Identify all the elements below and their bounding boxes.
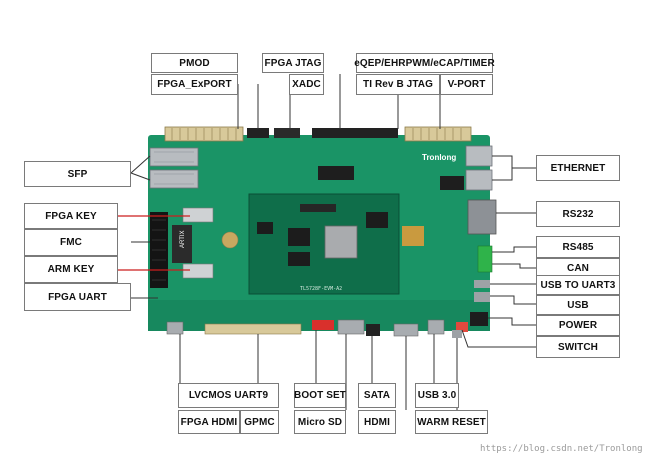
- label-lvcmos-uart9: LVCMOS UART9: [178, 383, 279, 408]
- label-power: POWER: [536, 315, 620, 336]
- board-chip-right: [440, 176, 464, 190]
- label-fpga-key: FPGA KEY: [24, 203, 118, 229]
- ethernet-jack-1: [465, 145, 493, 167]
- vport-header: [404, 126, 472, 142]
- label-xadc: XADC: [289, 74, 324, 95]
- label-gpmc: GPMC: [240, 410, 279, 434]
- label-eqep: eQEP/EHRPWM/eCAP/TIMER: [354, 53, 495, 73]
- rs232-db9: [467, 199, 497, 235]
- label-rs485: RS485: [536, 236, 620, 258]
- memory-chip-3: [366, 212, 388, 228]
- label-arm-key: ARM KEY: [24, 256, 118, 283]
- hdmi-port: [393, 323, 419, 337]
- lvcmos-header: [204, 323, 302, 335]
- sfp-cage-2: [149, 169, 199, 189]
- ethernet-jack-2: [465, 169, 493, 191]
- fpga-jtag-header: [247, 128, 269, 138]
- xadc-header: [274, 128, 300, 138]
- arm-key-buttons: [182, 263, 214, 279]
- label-fpga-export: FPGA_ExPORT: [151, 74, 238, 95]
- label-rs232: RS232: [536, 201, 620, 227]
- sata-port: [366, 324, 380, 336]
- cpu-chip: [324, 225, 358, 259]
- sfp-cage-1: [149, 147, 199, 167]
- usb-to-uart3-port: [474, 280, 490, 288]
- memory-chip-1: [288, 228, 310, 246]
- label-pmod: PMOD: [151, 53, 238, 73]
- brand-text: Tronlong: [422, 153, 456, 162]
- label-fpga-hdmi: FPGA HDMI: [178, 410, 240, 434]
- label-sfp: SFP: [24, 161, 131, 187]
- board-chip-top: [318, 166, 354, 180]
- label-usb: USB: [536, 295, 620, 315]
- artix-chip: [172, 225, 192, 263]
- emmc-chip: [402, 226, 424, 246]
- label-ethernet: ETHERNET: [536, 155, 620, 181]
- label-usb30: USB 3.0: [415, 383, 459, 408]
- rs485-can-terminal: [477, 245, 493, 273]
- label-fpga-jtag: FPGA JTAG: [262, 53, 324, 73]
- fpga-key-buttons: [182, 207, 214, 223]
- label-sata: SATA: [358, 383, 396, 408]
- som-chip-4: [257, 222, 273, 234]
- power-jack: [470, 312, 488, 326]
- boot-set-dip: [312, 320, 334, 330]
- label-fpga-uart: FPGA UART: [24, 283, 131, 311]
- label-micro-sd: Micro SD: [294, 410, 346, 434]
- som-connector: [300, 204, 336, 212]
- usb3-port: [427, 319, 445, 335]
- battery: [221, 231, 239, 249]
- label-hdmi: HDMI: [358, 410, 396, 434]
- label-vport: V-PORT: [440, 74, 493, 95]
- label-fmc: FMC: [24, 229, 118, 256]
- eqep-header: [312, 128, 398, 138]
- leader-lines: [130, 74, 536, 410]
- warm-reset-button: [452, 330, 462, 338]
- model-text: TL5728F-EVM-A2: [300, 286, 342, 292]
- label-warm-reset: WARM RESET: [415, 410, 488, 434]
- label-ti-jtag: TI Rev B JTAG: [356, 74, 440, 95]
- watermark: https://blog.csdn.net/Tronlong: [480, 444, 643, 454]
- micro-sd-slot: [337, 319, 365, 335]
- usb-port: [474, 292, 490, 302]
- label-usb-to-uart3: USB TO UART3: [536, 275, 620, 295]
- power-switch: [456, 322, 468, 332]
- artix-text: ARTIX: [180, 230, 186, 248]
- label-switch: SWITCH: [536, 336, 620, 358]
- fpga-hdmi-port: [166, 321, 184, 335]
- label-boot-set: BOOT SET: [294, 383, 346, 408]
- key-leader-lines: [118, 215, 190, 271]
- memory-chip-2: [288, 252, 310, 266]
